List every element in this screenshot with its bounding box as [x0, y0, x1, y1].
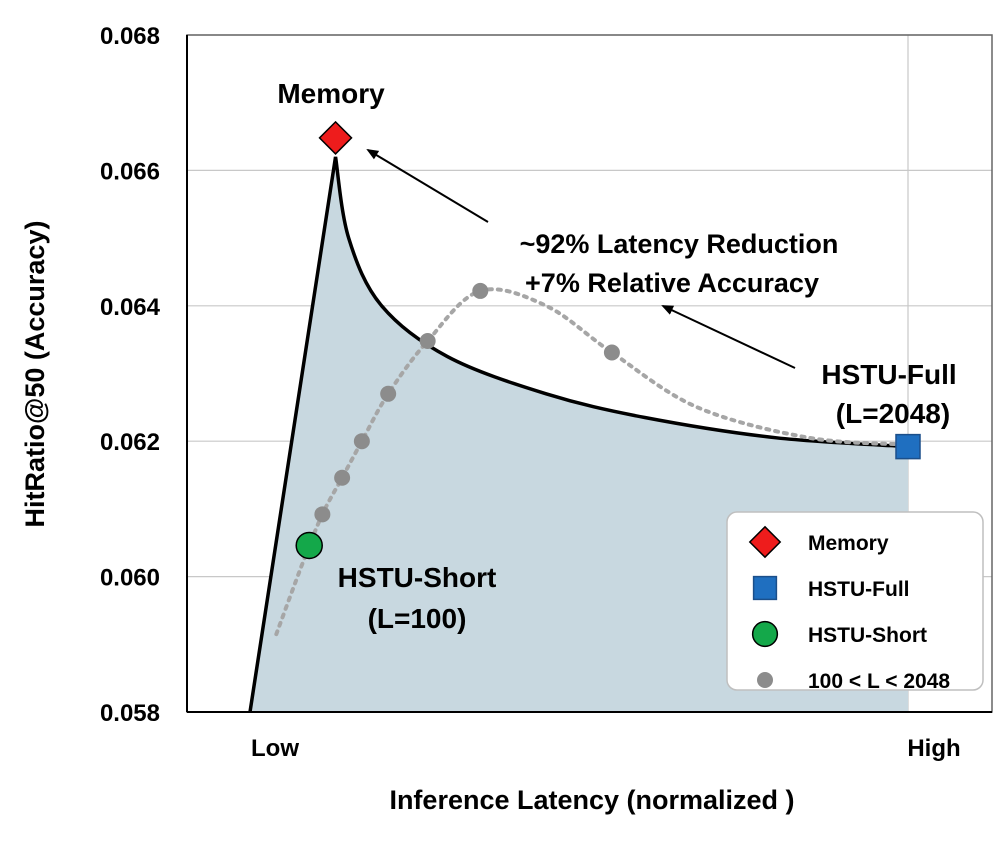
legend-marker-intermediate-point [757, 672, 773, 688]
x-tick-high: High [907, 735, 960, 762]
y-tick-labels: 0.058 0.060 0.062 0.064 0.066 0.068 [100, 23, 161, 727]
intermediate-point [472, 282, 489, 299]
hstu-short-label-line2: (L=100) [368, 603, 467, 634]
y-tick-label: 0.068 [100, 23, 160, 50]
intermediate-point [334, 469, 351, 486]
x-tick-low: Low [251, 735, 299, 762]
arrow-from-full [661, 305, 796, 369]
intermediate-point [353, 433, 370, 450]
frontier-curve [248, 156, 909, 713]
hstu-full-label-line2: (L=2048) [836, 398, 950, 429]
intermediate-point [314, 506, 331, 523]
legend-label: 100 < L < 2048 [808, 670, 950, 693]
legend-marker-hstu-short-point [751, 620, 779, 648]
x-axis-title: Inference Latency (normalized ) [389, 785, 794, 815]
legend-label: HSTU-Short [808, 624, 927, 647]
arrow-to-memory [366, 148, 489, 223]
y-tick-label: 0.060 [100, 565, 160, 592]
legend-marker-memory-point [748, 525, 782, 559]
intermediate-point [603, 344, 620, 361]
memory-label: Memory [277, 78, 385, 109]
reduction-annotation-line2: +7% Relative Accuracy [525, 268, 819, 298]
hstu-full-point [895, 433, 921, 460]
legend-label: Memory [808, 532, 889, 555]
y-axis-title: HitRatio@50 (Accuracy) [20, 221, 50, 528]
y-tick-label: 0.064 [100, 294, 161, 321]
hstu-short-label-line1: HSTU-Short [338, 562, 497, 593]
reduction-annotation-line1: ~92% Latency Reduction [520, 229, 839, 259]
y-tick-label: 0.062 [100, 429, 160, 456]
data-points [295, 120, 921, 560]
y-tick-label: 0.058 [100, 700, 160, 727]
legend-label: HSTU-Full [808, 578, 909, 601]
y-tick-label: 0.066 [100, 158, 160, 185]
legend-box [726, 511, 984, 691]
legend-marker-hstu-full-point [752, 575, 778, 601]
intermediate-point [380, 385, 397, 402]
hstu-short-point [295, 531, 323, 560]
intermediate-point [419, 333, 436, 350]
hstu-full-label-line1: HSTU-Full [821, 359, 956, 390]
memory-point [318, 120, 353, 155]
